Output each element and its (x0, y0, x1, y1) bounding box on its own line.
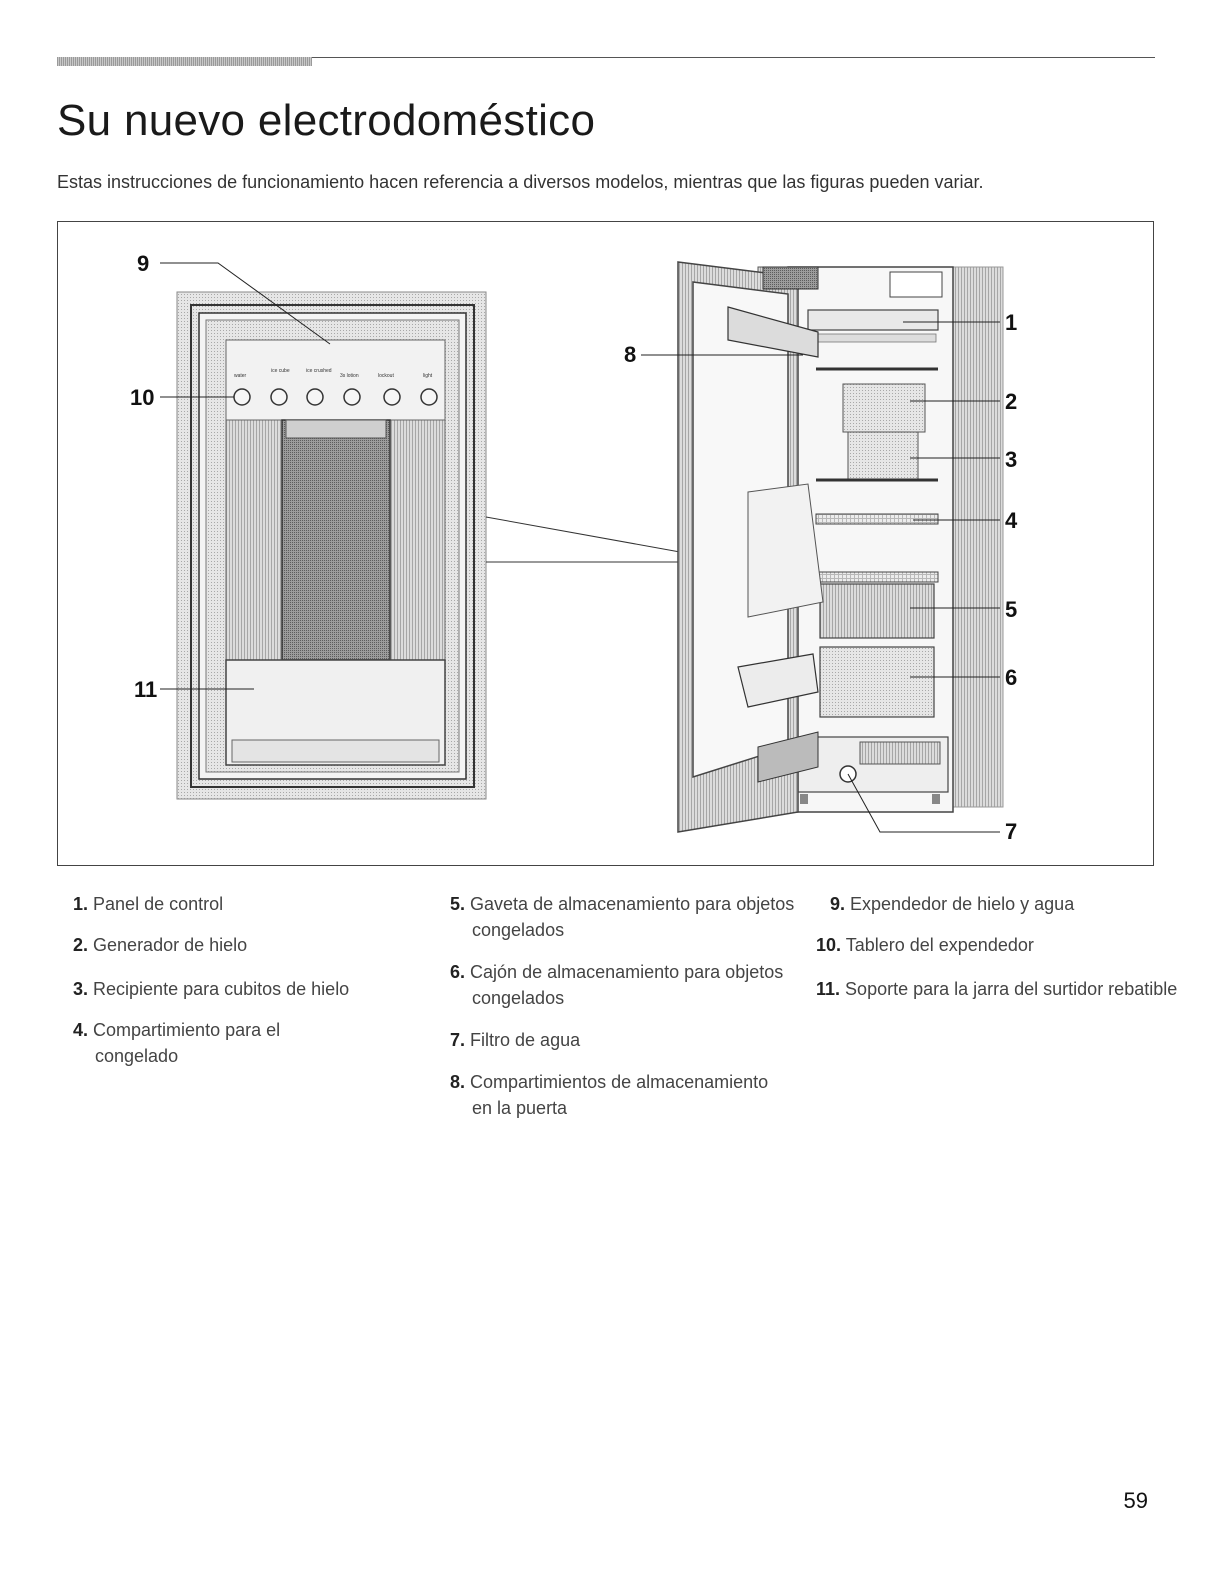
button-label-ice-crushed: ice crushed (306, 368, 332, 374)
appliance-illustration: water ice cube ice crushed 3s lotion loc… (130, 251, 1018, 844)
button-label-lockout: lockout (378, 373, 394, 379)
legend-item-6: 6. Cajón de almacenamiento para objetos … (450, 962, 784, 1008)
callout-9: 9 (137, 251, 149, 276)
appliance-figure: water ice cube ice crushed 3s lotion loc… (57, 221, 1154, 866)
callout-4: 4 (1005, 508, 1018, 533)
callout-8: 8 (624, 342, 636, 367)
legend-item-3: 3. Recipiente para cubitos de hielo (73, 979, 350, 999)
header-accent-bar (57, 57, 312, 66)
legend-item-7: 7. Filtro de agua (450, 1030, 581, 1050)
freezer-illustration (677, 261, 1004, 833)
callout-3: 3 (1005, 447, 1017, 472)
button-label-3s-lotion: 3s lotion (340, 373, 359, 379)
legend-item-8: 8. Compartimientos de almacenamiento en … (450, 1072, 769, 1118)
page-title: Su nuevo electrodoméstico (57, 96, 596, 145)
button-label-light: light (423, 373, 433, 379)
dispenser-closeup: water ice cube ice crushed 3s lotion loc… (176, 291, 487, 800)
callout-10: 10 (130, 385, 154, 410)
callout-1: 1 (1005, 310, 1017, 335)
legend-item-2: 2. Generador de hielo (73, 935, 248, 955)
legend-item-10: 10. Tablero del expendedor (816, 935, 1034, 955)
page-number: 59 (1123, 1488, 1148, 1513)
intro-text: Estas instrucciones de funcionamiento ha… (57, 172, 984, 192)
callout-leaders (160, 262, 1000, 833)
callout-11: 11 (134, 677, 157, 702)
button-label-ice-cube: ice cube (271, 368, 290, 374)
legend-item-4: 4. Compartimiento para el congelado (73, 1020, 281, 1066)
callout-6: 6 (1005, 665, 1017, 690)
callout-7: 7 (1005, 819, 1017, 844)
legend-item-5: 5. Gaveta de almacenamiento para objetos… (450, 894, 795, 940)
legend-item-9: 9. Expendedor de hielo y agua (830, 894, 1075, 914)
header-rule (57, 57, 1155, 58)
legend-item-1: 1. Panel de control (73, 894, 224, 914)
callout-5: 5 (1005, 597, 1017, 622)
dispenser-buttons: water ice cube ice crushed 3s lotion loc… (233, 368, 438, 406)
button-label-water: water (234, 373, 247, 379)
callout-2: 2 (1005, 389, 1017, 414)
legend-item-11: 11. Soporte para la jarra del surtidor r… (816, 979, 1178, 999)
